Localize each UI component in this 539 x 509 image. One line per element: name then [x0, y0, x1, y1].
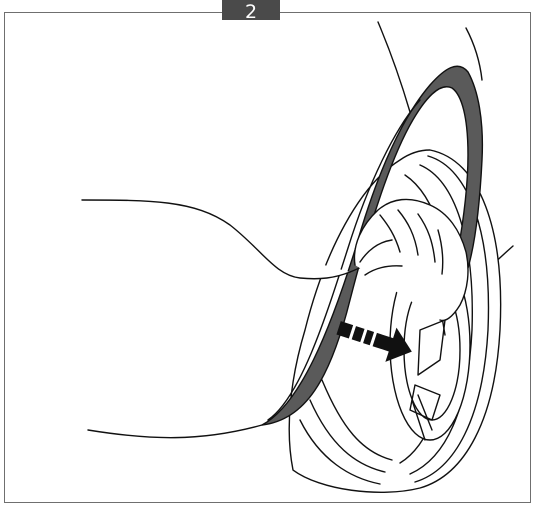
wheel-inspection-illustration — [0, 0, 539, 509]
